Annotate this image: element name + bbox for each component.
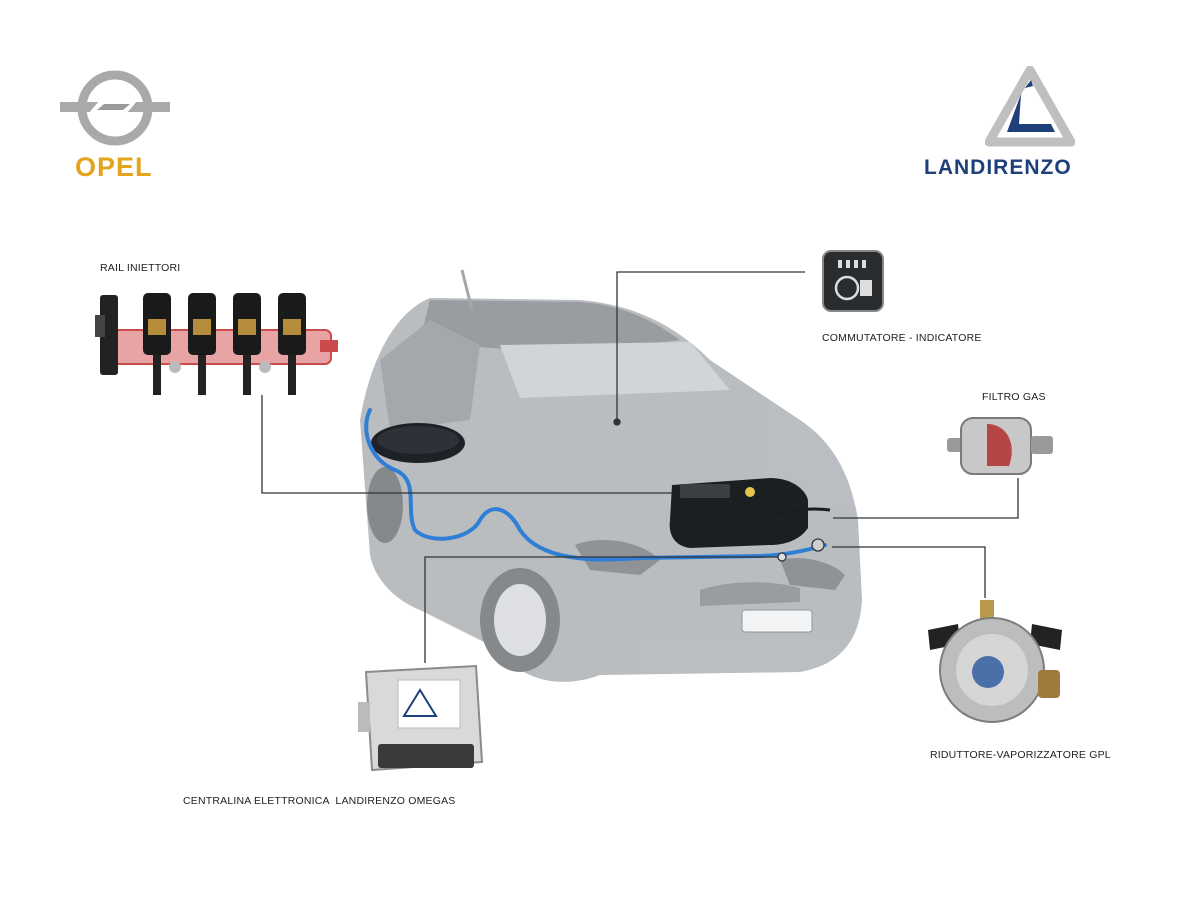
label-filtro-gas: FILTRO GAS (982, 391, 1046, 403)
label-riduttore-vaporizzatore-gpl: RIDUTTORE-VAPORIZZATORE GPL (930, 749, 1111, 761)
leader-lines (261, 271, 1019, 663)
label-centralina-elettronica: CENTRALINA ELETTRONICA LANDIRENZO OMEGAS (183, 795, 456, 807)
landirenzo-wordmark: LANDIRENZO (924, 156, 1072, 179)
label-commutatore-indicatore: COMMUTATORE - INDICATORE (822, 332, 982, 344)
label-rail-iniettori: RAIL INIETTORI (100, 262, 181, 274)
gas-filter-icon (947, 417, 1053, 475)
opel-logo-icon (60, 70, 170, 146)
ecu-box-icon (358, 664, 484, 772)
gas-line (364, 408, 827, 562)
hood-ecu-icon (669, 478, 808, 548)
landirenzo-triangle-icon (985, 66, 1075, 147)
minivan-car-icon (360, 269, 862, 682)
injector-rail-icon (95, 293, 338, 395)
opel-wordmark: OPEL (75, 152, 153, 182)
switch-indicator-icon (822, 250, 884, 312)
reducer-vaporizer-icon (928, 600, 1062, 723)
